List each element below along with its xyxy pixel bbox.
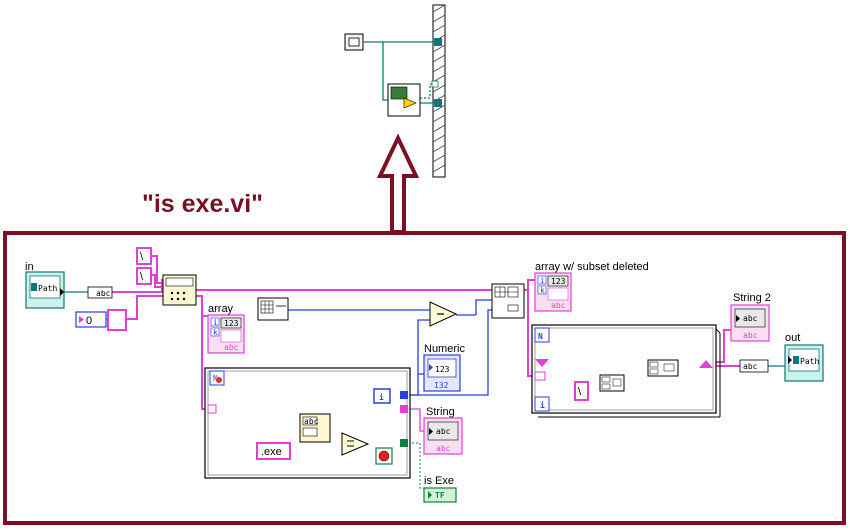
shift-register-right <box>699 360 713 368</box>
backslash-constant-1[interactable]: \ <box>136 247 152 265</box>
string-to-path-node[interactable]: abc <box>739 359 769 373</box>
concat-node-2[interactable] <box>599 374 625 392</box>
label-string: String <box>426 406 455 418</box>
delete-from-array-node[interactable] <box>491 283 525 319</box>
exe-value: .exe <box>261 446 282 458</box>
string-to-path-type: abc <box>743 362 758 371</box>
backslash-constant-2[interactable]: \ <box>136 267 152 285</box>
array-element-num: 123 <box>224 319 239 328</box>
string-indicator[interactable]: abc abc <box>423 417 463 455</box>
string-type: abc <box>436 427 451 436</box>
path-indicator-out-type: Path <box>800 357 819 366</box>
auto-index-tunnel <box>207 404 217 414</box>
array-deleted-idx-i: i <box>540 276 545 285</box>
string2-type-footer: abc <box>743 331 758 340</box>
for-loop-2[interactable]: N i <box>531 324 721 418</box>
is-exe-indicator[interactable]: TF <box>423 487 457 503</box>
subvi-snippet <box>344 4 446 178</box>
subtract-node[interactable] <box>429 301 458 327</box>
array-idx-k: k <box>213 328 218 337</box>
zero-value: 0 <box>86 315 92 327</box>
label-out: out <box>785 332 800 344</box>
path-to-string-type: abc <box>96 289 111 298</box>
is-exe-type: TF <box>435 491 445 500</box>
path-indicator-out[interactable]: Path <box>784 344 824 382</box>
vi-title: "is exe.vi" <box>142 190 263 218</box>
path-control-in-type: Path <box>38 284 57 293</box>
backslash-2-value: \ <box>140 271 144 283</box>
vi-frame <box>3 231 846 525</box>
path-to-string-node[interactable]: abc <box>87 286 113 299</box>
loop2-count-terminal[interactable] <box>534 327 550 343</box>
loop-count-label: N <box>213 374 218 383</box>
array-size-node[interactable] <box>257 297 289 321</box>
label-array-deleted: array w/ subset deleted <box>535 261 649 273</box>
backslash-1-value: \ <box>140 251 144 263</box>
match-pattern-node[interactable]: abc <box>299 413 331 443</box>
zero-constant[interactable]: 0 <box>75 311 107 328</box>
sequence-frame-edge <box>432 4 446 178</box>
string-type-footer: abc <box>436 444 451 453</box>
backslash-constant-3[interactable]: \ <box>574 381 589 401</box>
loop-i-constant[interactable]: i <box>373 388 391 404</box>
string2-indicator[interactable]: abc abc <box>730 304 770 342</box>
array-deleted-abc: abc <box>551 301 566 310</box>
label-string2: String 2 <box>733 292 771 304</box>
label-in: in <box>25 261 34 273</box>
numeric-i32: I32 <box>434 381 449 390</box>
loop2-index-terminal <box>534 396 550 412</box>
backslash-3-value: \ <box>578 386 582 398</box>
path-control-in[interactable]: Path <box>25 271 65 309</box>
numeric-type: 123 <box>435 365 450 374</box>
empty-string-constant[interactable] <box>107 309 127 331</box>
exe-string-constant[interactable]: .exe <box>256 442 291 460</box>
loop2-index-label: i <box>540 400 545 410</box>
array-deleted-idx-k: k <box>540 286 545 295</box>
numeric-indicator[interactable]: 123 I32 <box>423 354 461 392</box>
tunnel-top <box>434 38 442 46</box>
loop-i-label: i <box>379 392 384 402</box>
shift-register-left <box>535 359 549 367</box>
array-indicator[interactable]: i k 123 abc <box>207 314 245 354</box>
tunnel-string <box>400 405 408 413</box>
label-numeric: Numeric <box>424 343 465 355</box>
string2-type: abc <box>743 314 758 323</box>
equal-node[interactable] <box>341 432 370 456</box>
array-type-abc: abc <box>224 343 239 352</box>
match-pattern-abc: abc <box>304 417 319 426</box>
tunnel-bottom <box>434 99 442 107</box>
stop-terminal[interactable] <box>375 447 393 465</box>
search-split-string-node[interactable] <box>162 274 197 306</box>
array-deleted-num: 123 <box>551 277 566 286</box>
array-deleted-indicator[interactable]: i k 123 abc <box>534 272 572 312</box>
array-idx-i: i <box>213 318 218 327</box>
tunnel-boolean <box>400 439 408 447</box>
arrow-up-icon <box>376 133 420 234</box>
label-is-exe: is Exe <box>424 475 454 487</box>
tunnel-numeric <box>400 391 408 399</box>
label-array: array <box>208 303 234 315</box>
concat-node-1[interactable] <box>647 359 679 377</box>
loop2-count-label: N <box>538 332 543 341</box>
